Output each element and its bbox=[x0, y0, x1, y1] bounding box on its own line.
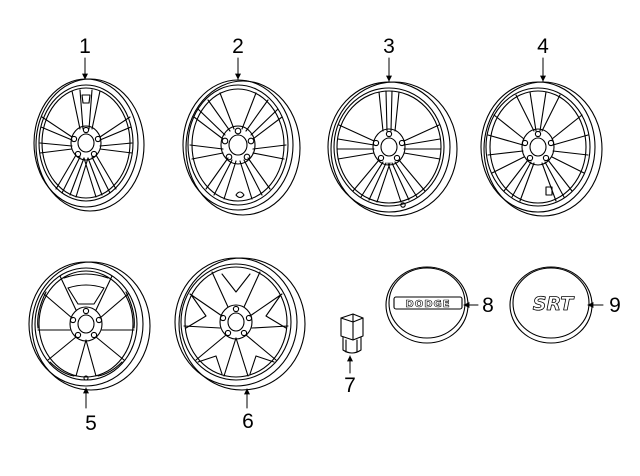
center-cap-dodge-icon: DODGE bbox=[385, 266, 469, 344]
wheel-5-icon bbox=[28, 261, 151, 391]
wheel-1-icon bbox=[33, 78, 145, 212]
callout-8: 8 bbox=[482, 294, 494, 317]
wheel-4-icon bbox=[480, 81, 603, 217]
lug-nut-icon bbox=[340, 313, 364, 354]
callout-5: 5 bbox=[85, 412, 97, 435]
callout-labels: 1 2 3 4 5 6 7 8 9 bbox=[79, 35, 621, 435]
callout-4: 4 bbox=[537, 35, 549, 58]
wheel-2-icon bbox=[182, 79, 301, 216]
callout-1: 1 bbox=[79, 35, 91, 58]
wheel-3-icon bbox=[327, 81, 458, 217]
srt-logo-text: SRT bbox=[533, 293, 575, 315]
leader-arrows bbox=[82, 57, 604, 409]
callout-6: 6 bbox=[242, 410, 254, 433]
dodge-logo-text: DODGE bbox=[405, 299, 450, 310]
center-cap-srt-icon: SRT bbox=[509, 266, 593, 344]
callout-3: 3 bbox=[383, 35, 395, 58]
callout-7: 7 bbox=[344, 374, 356, 397]
wheel-6-icon bbox=[174, 257, 306, 391]
callout-2: 2 bbox=[232, 35, 244, 58]
callout-9: 9 bbox=[609, 294, 621, 317]
